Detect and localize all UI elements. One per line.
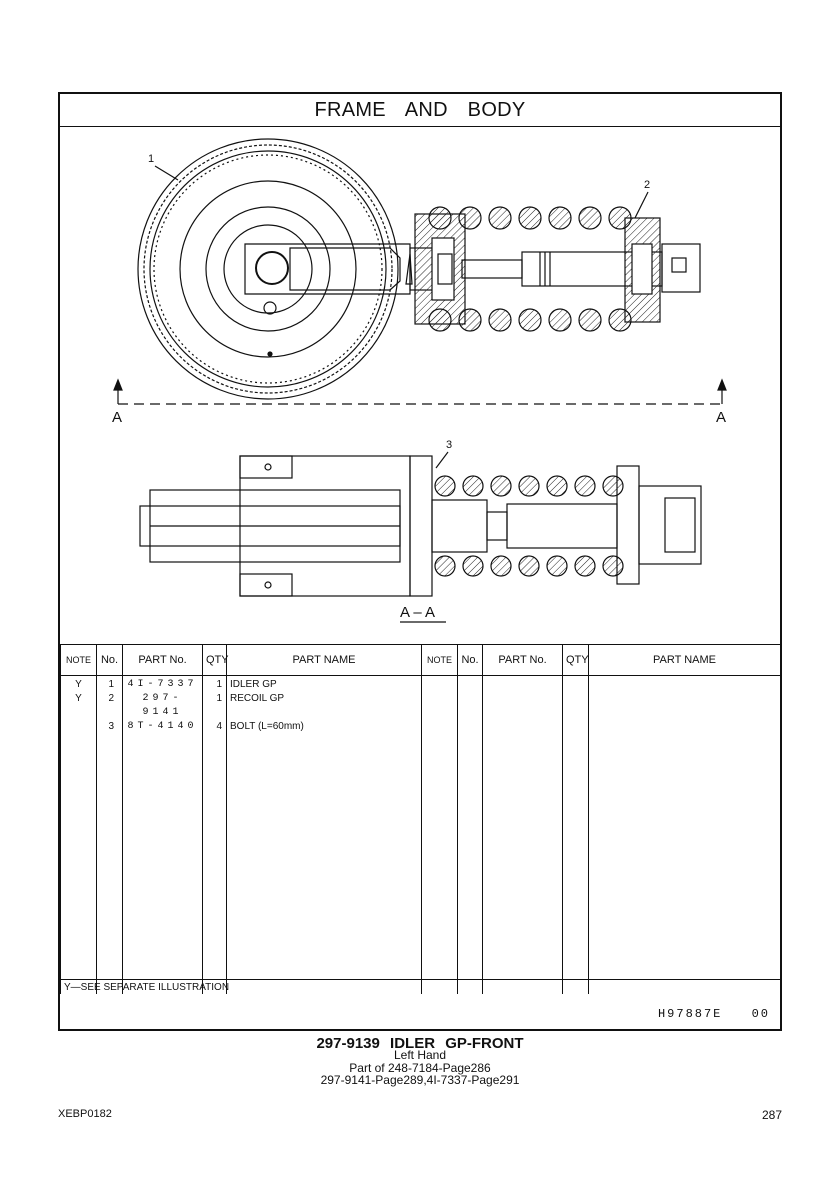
idler-wheel-top — [137, 138, 399, 400]
col-note-2: NOTE — [421, 644, 458, 676]
separate-illustration-note: Y—SEE SEPARATE ILLUSTRATION — [60, 979, 780, 999]
document-code: XEBP0182 — [58, 1108, 112, 1120]
caption-side: Left Hand — [393, 1048, 447, 1062]
col-part-no: PART No. — [122, 644, 203, 676]
row-no: 3 — [96, 720, 123, 734]
section-mark-left: A — [112, 409, 122, 426]
exploded-drawing: 1 2 3 A A A – A — [60, 126, 780, 644]
row-part-no: 297-9141 — [122, 692, 203, 720]
col-no: No. — [96, 644, 123, 676]
callout-1: 1 — [148, 153, 154, 165]
caption-references: 297-9141-Page289,4I-7337-Page291 — [320, 1073, 520, 1087]
row-qty: 1 — [202, 692, 227, 720]
caption-part-of: Part of 248-7184-Page286 — [349, 1061, 491, 1075]
parts-sheet-frame: FRAME AND BODY — [58, 92, 782, 1031]
col-no-2: No. — [457, 644, 483, 676]
row-qty: 4 — [202, 720, 227, 734]
table-header-row: NOTE No. PART No. QTY PART NAME NOTE No.… — [60, 644, 781, 676]
caption-title: 297-9139 IDLER GP-FRONT — [316, 1035, 524, 1052]
parts-table: NOTE No. PART No. QTY PART NAME NOTE No.… — [60, 644, 781, 994]
table-filler-row — [60, 734, 781, 994]
drawing-code-number: H97887E — [657, 1007, 723, 1021]
page-number: 287 — [761, 1108, 782, 1122]
col-part-no-2: PART No. — [482, 644, 563, 676]
section-mark-right: A — [716, 409, 726, 426]
table-row: Y 2 297-9141 1 RECOIL GP — [60, 692, 781, 720]
row-no: 1 — [96, 675, 123, 692]
drawing-code: H97887E 00 — [658, 1007, 770, 1021]
callout-2: 2 — [644, 179, 650, 191]
table-row: 3 8T-4140 4 BOLT (L=60mm) — [60, 720, 781, 734]
col-qty-2: QTY — [562, 644, 589, 676]
row-part-no: 8T-4140 — [122, 720, 203, 734]
row-qty: 1 — [202, 675, 227, 692]
drawing-revision: 00 — [751, 1007, 770, 1021]
col-part-name: PART NAME — [226, 644, 422, 676]
row-part-name: RECOIL GP — [226, 692, 422, 720]
row-note — [60, 720, 97, 734]
row-part-name: BOLT (L=60mm) — [226, 720, 422, 734]
idler-recoil-illustration: 1 2 3 A A A – A — [112, 138, 727, 623]
col-qty: QTY — [202, 644, 229, 676]
callout-3: 3 — [446, 439, 452, 451]
row-no: 2 — [96, 692, 123, 720]
page-title: FRAME AND BODY — [60, 94, 780, 127]
row-part-name: IDLER GP — [226, 675, 422, 692]
spring-coils-section — [434, 475, 624, 577]
section-view — [139, 455, 702, 597]
row-part-no: 4I-7337 — [122, 675, 203, 692]
section-title: A – A — [400, 604, 435, 621]
col-note: NOTE — [60, 644, 97, 676]
row-note: Y — [60, 692, 97, 720]
recoil-spring-top — [414, 213, 701, 325]
section-line — [113, 378, 727, 405]
spring-coils-top — [428, 206, 632, 332]
row-note: Y — [60, 675, 97, 692]
table-row: Y 1 4I-7337 1 IDLER GP — [60, 675, 781, 692]
col-part-name-2: PART NAME — [588, 644, 781, 676]
